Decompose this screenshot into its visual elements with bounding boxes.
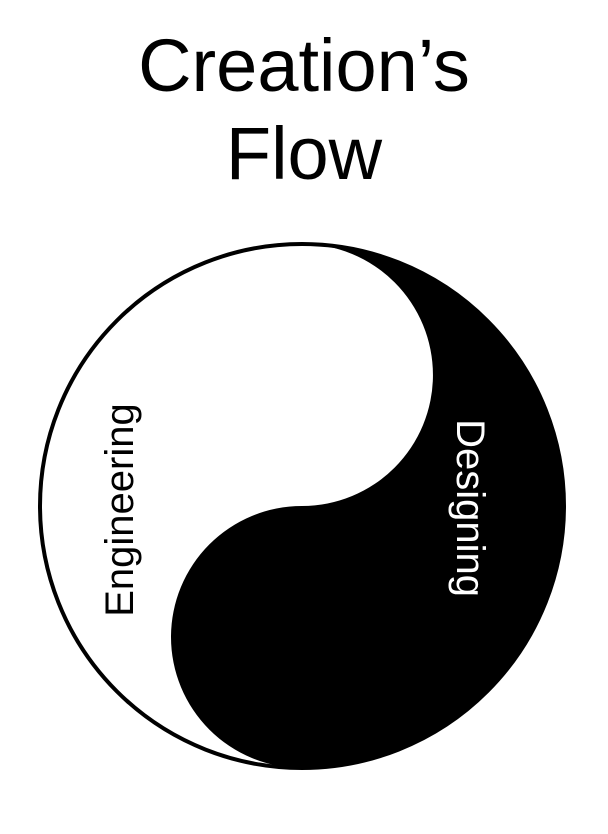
diagram-title: Creation’s Flow: [0, 22, 608, 198]
yin-yang-dark-dot: [260, 595, 344, 679]
engineering-label: Engineering: [98, 403, 142, 617]
designing-label: Designing: [448, 419, 492, 597]
yin-yang-light-dot: [264, 339, 340, 415]
title-line-1: Creation’s: [138, 24, 470, 107]
title-line-2: Flow: [225, 112, 383, 195]
